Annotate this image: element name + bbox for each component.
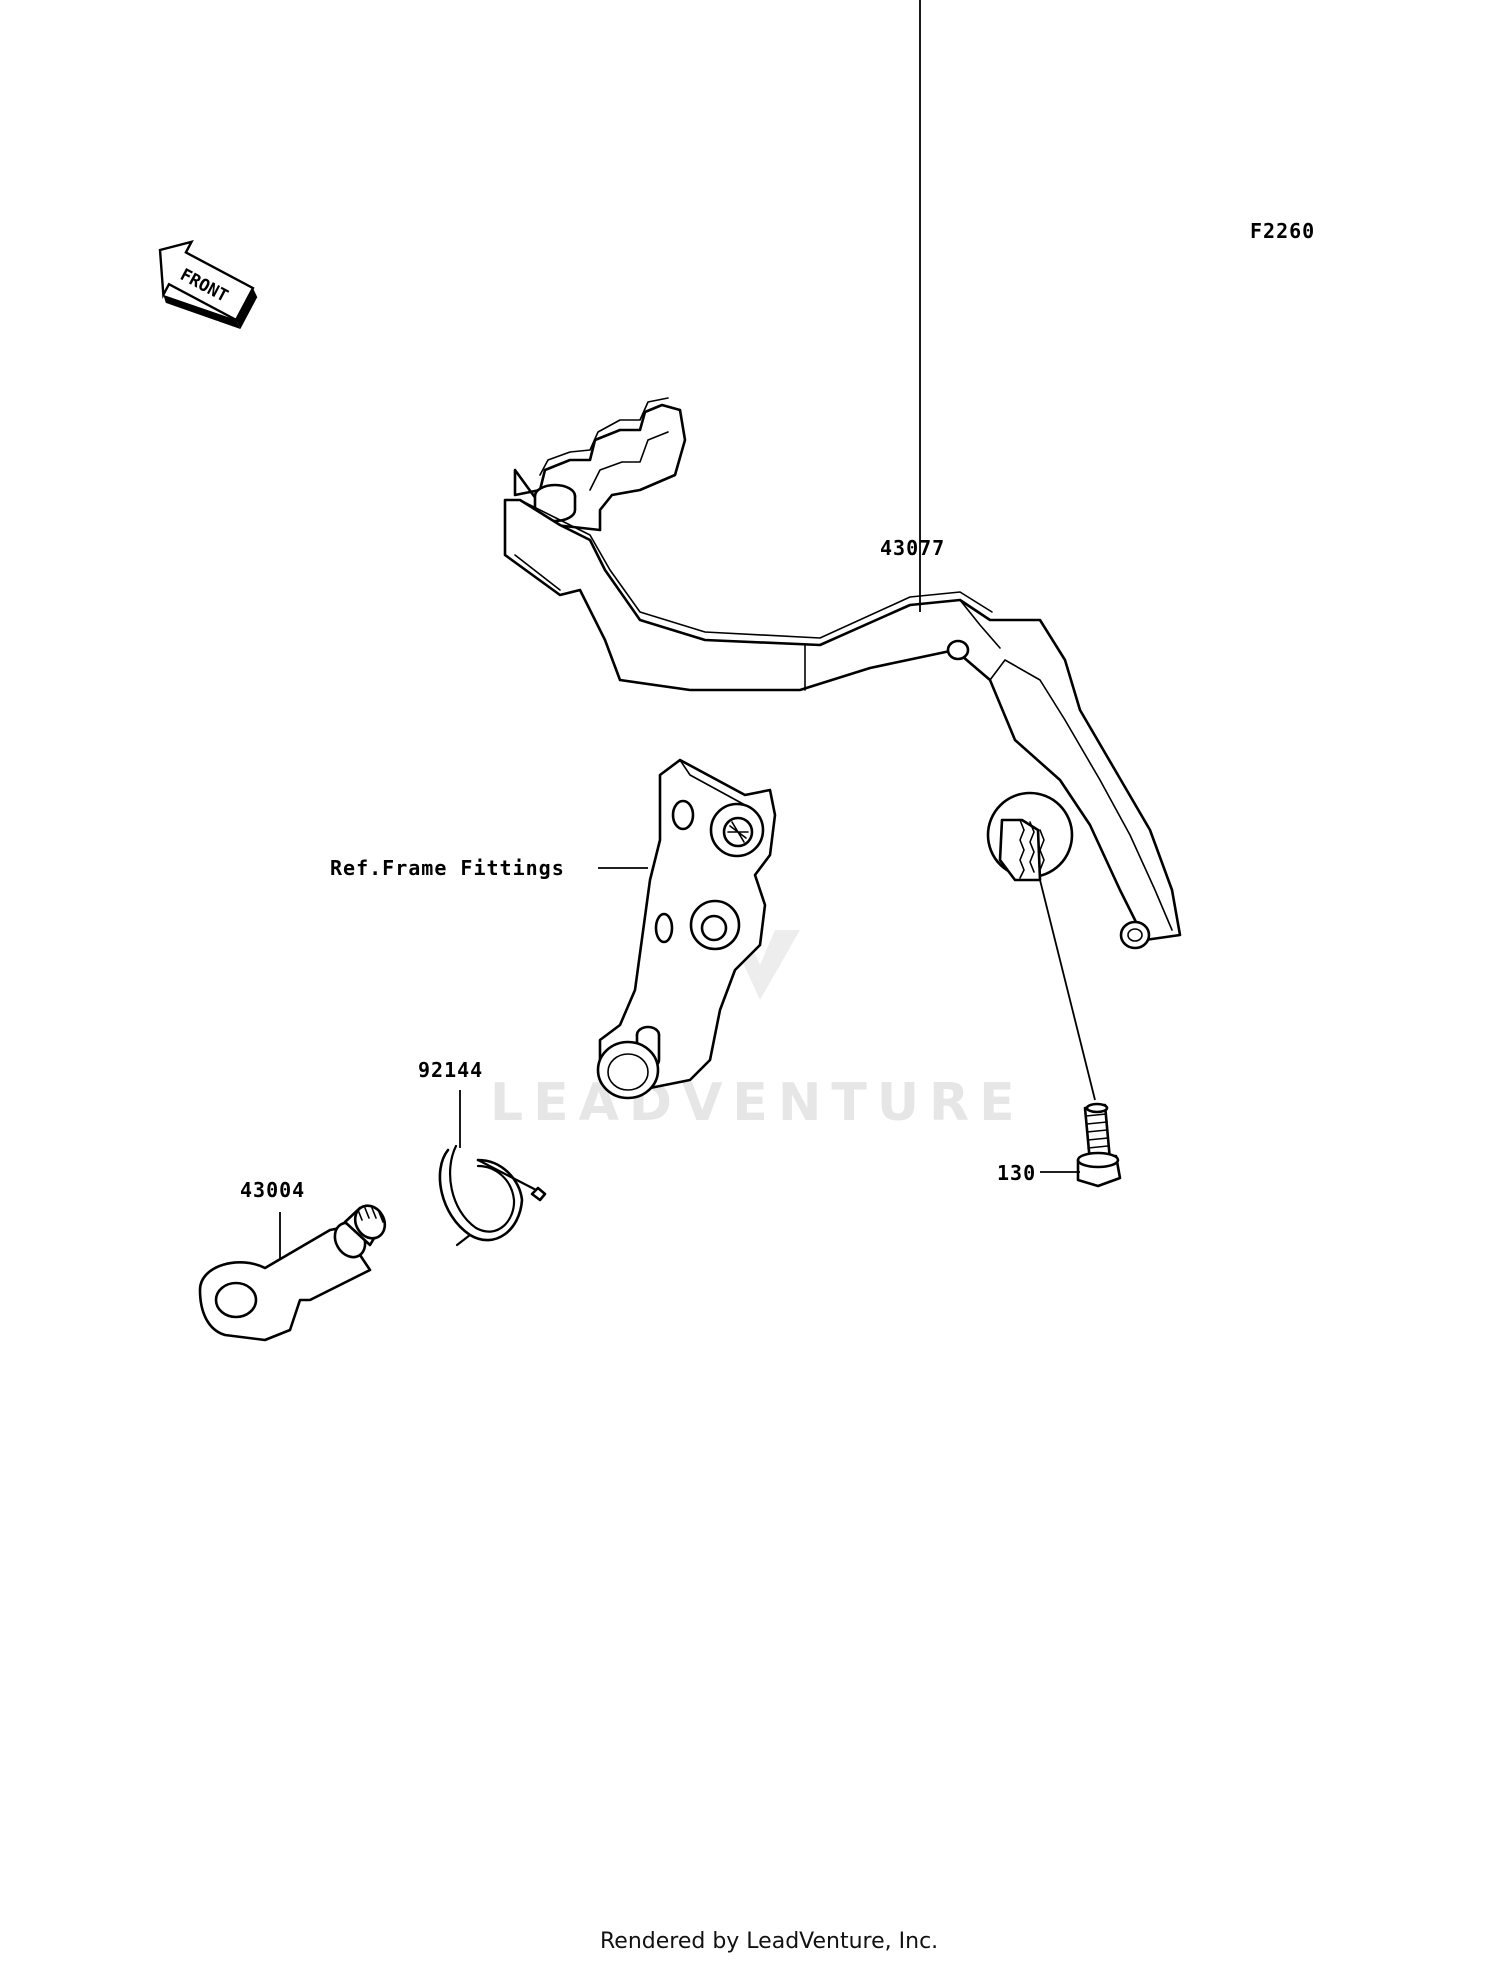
- frame-fittings-part: [596, 758, 777, 1100]
- watermark: LEADVENTURE: [490, 865, 1025, 1133]
- label-92144: 92144: [418, 1058, 483, 1082]
- label-43077: 43077: [880, 536, 945, 560]
- front-arrow-icon: FRONT: [158, 239, 258, 329]
- shaft-part: [198, 1204, 387, 1342]
- spring-part: [438, 1144, 547, 1247]
- label-43004: 43004: [240, 1178, 305, 1202]
- bolt-part: [1076, 1102, 1122, 1188]
- brake-pedal-part: [503, 397, 1182, 950]
- label-130: 130: [997, 1161, 1036, 1185]
- diagram-code: F2260: [1250, 219, 1315, 243]
- leader-130: [1039, 879, 1096, 1101]
- watermark-text: LEADVENTURE: [490, 1073, 1025, 1133]
- footer-credit: Rendered by LeadVenture, Inc.: [600, 1929, 938, 1954]
- label-frame-fittings: Ref.Frame Fittings: [330, 856, 565, 880]
